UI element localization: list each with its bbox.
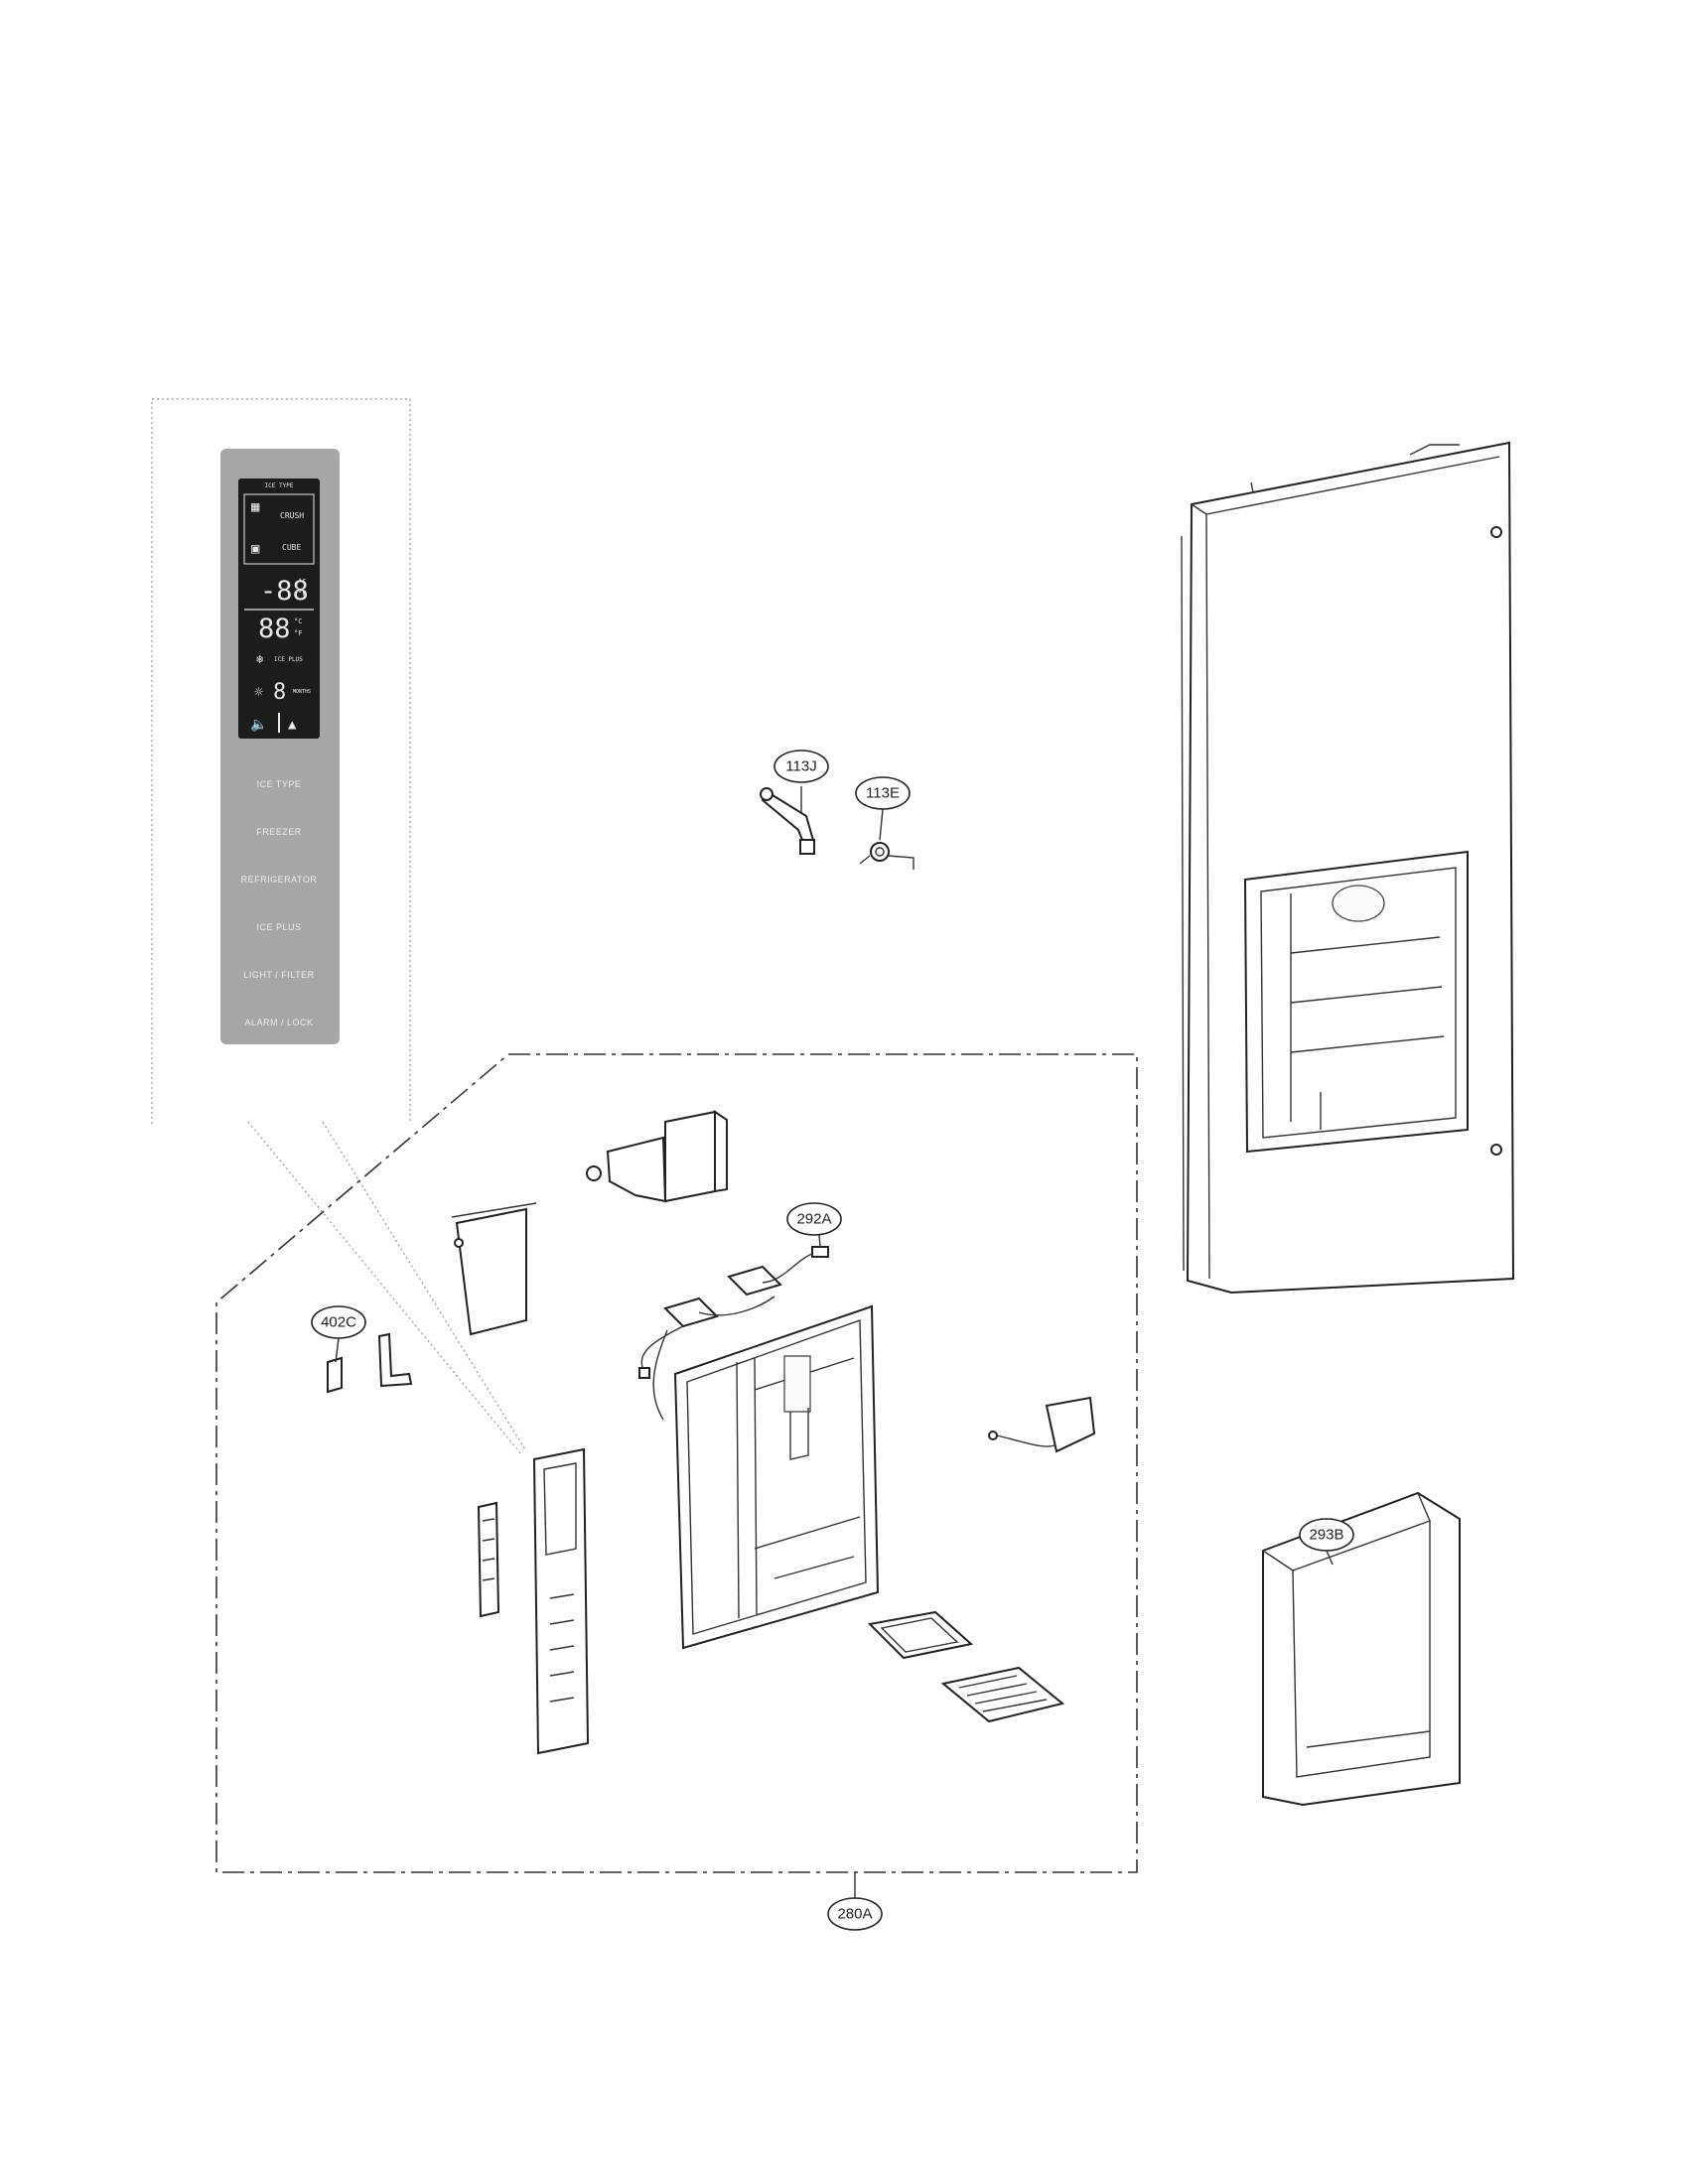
part-113E-spring (859, 842, 914, 870)
dispenser-housing-frame (673, 1304, 880, 1650)
cube-ice-icon: ▣ (251, 541, 260, 557)
svg-text:280A: 280A (837, 1906, 872, 1923)
crush-label: CRUSH (280, 511, 304, 520)
drip-tray (867, 1610, 974, 1660)
callout-113E: 113E (855, 776, 911, 810)
freezer-temp-readout: -88 (260, 576, 309, 607)
callout-402C: 402C (311, 1305, 366, 1339)
dispenser-assembly-boundary (215, 1053, 1138, 1873)
projection-line (322, 1121, 527, 1452)
ice-chute-actuator (586, 1110, 728, 1203)
panel-button-alarm-lock: ALARM / LOCK (244, 1018, 313, 1027)
svg-text:LIGHT / FILTER: LIGHT / FILTER (243, 970, 314, 980)
projection-line (247, 1121, 522, 1455)
callout-292A: 292A (786, 1202, 842, 1236)
ice-plus-label: ICE PLUS (274, 656, 303, 663)
control-panel-cover (532, 1447, 590, 1755)
unit-f-bottom: °F (294, 629, 302, 637)
drip-grille (940, 1666, 1065, 1723)
part-113J-lever (760, 787, 816, 855)
svg-text:ALARM / LOCK: ALARM / LOCK (244, 1018, 313, 1027)
callout-113J: 113J (774, 750, 829, 783)
svg-text:ICE PLUS: ICE PLUS (256, 922, 301, 932)
light-housing (988, 1396, 1096, 1453)
control-panel-inset: ICE TYPE ▦ CRUSH ▣ CUBE -88 °C °F 88 °C … (151, 398, 411, 1124)
callout-293B: 293B (1299, 1518, 1354, 1552)
svg-text:402C: 402C (321, 1314, 356, 1331)
svg-text:292A: 292A (796, 1211, 831, 1228)
lock-icon: ▲ (288, 717, 297, 733)
fridge-temp-readout: 88 (258, 614, 291, 644)
svg-text:ICE TYPE: ICE TYPE (257, 779, 302, 789)
display-pcb (477, 1501, 500, 1618)
part-402C-switch (327, 1332, 413, 1394)
dispenser-flap (451, 1202, 537, 1336)
panel-button-refrigerator: REFRIGERATOR (241, 875, 318, 885)
ice-type-header: ICE TYPE (265, 482, 294, 489)
part-292A-sensor-board (638, 1246, 829, 1421)
unit-c-bottom: °C (294, 617, 302, 625)
panel-button-ice-type: ICE TYPE (257, 779, 302, 789)
panel-button-ice-plus: ICE PLUS (256, 922, 301, 932)
unit-c-top: °C (298, 578, 306, 586)
svg-text:113E: 113E (866, 785, 900, 802)
filter-months-digit: 8 (273, 680, 286, 705)
light-bulb-icon: ☼ (254, 683, 264, 701)
snowflake-icon: ❄ (256, 652, 263, 666)
speaker-icon: 🔈 (250, 717, 267, 733)
panel-button-freezer: FREEZER (256, 827, 302, 837)
crushed-ice-icon: ▦ (251, 499, 260, 515)
callout-280A: 280A (827, 1897, 883, 1931)
cube-label: CUBE (282, 543, 301, 552)
unit-f-top: °F (298, 590, 306, 598)
svg-text:FREEZER: FREEZER (256, 827, 302, 837)
svg-text:REFRIGERATOR: REFRIGERATOR (241, 875, 318, 885)
svg-text:293B: 293B (1309, 1527, 1343, 1544)
svg-text:113J: 113J (785, 758, 816, 775)
filter-months-label: MONTHS (293, 689, 311, 695)
refrigerator-door (1181, 441, 1515, 1295)
panel-button-light-filter: LIGHT / FILTER (243, 970, 314, 980)
part-293B-trim (1262, 1491, 1461, 1807)
